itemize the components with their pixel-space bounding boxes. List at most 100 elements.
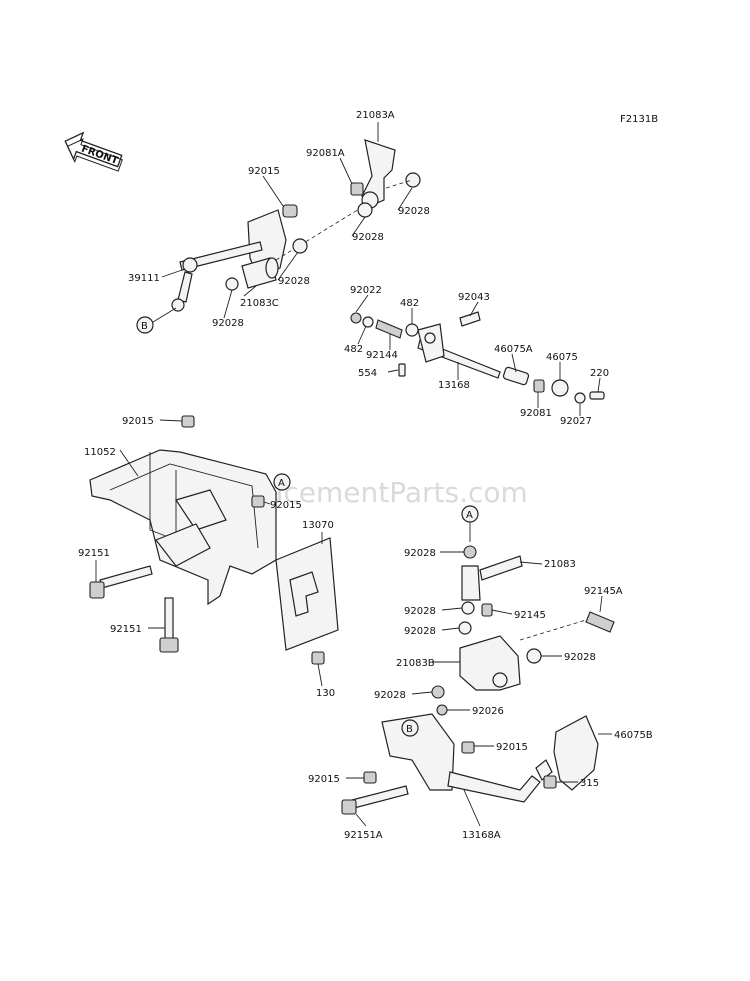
pedal-stud [535,759,553,781]
label-92145: 92145 [514,610,546,621]
rod-39111 [179,241,263,271]
bushing-92028-e [463,545,477,559]
label-92081A: 92081A [306,148,345,159]
label-92151A: 92151A [344,830,383,841]
collar-face [265,257,279,279]
spring-92145 [481,603,493,617]
pedal-arm-13168A [447,771,541,803]
bolt-92151-a-head [89,581,105,599]
spring-92144 [375,319,403,339]
label-92028-g: 92028 [404,626,436,637]
label-13070: 13070 [302,520,334,531]
bushing-92028-d [225,277,239,291]
label-46075: 46075 [546,352,578,363]
spring-92145A [585,611,615,633]
ref-mark-b-lower [401,719,419,737]
ref-mark-a-frame-label: A [278,478,285,489]
bushing-92028-f [461,601,475,615]
bolt-92151A [351,785,409,809]
bushing-92028-b [357,202,373,218]
label-92028-h: 92028 [564,652,596,663]
label-92022: 92022 [350,285,382,296]
label-13168: 13168 [438,380,470,391]
bushing-92028-g [458,621,472,635]
label-21083C: 21083C [240,298,279,309]
nut-92015-low [461,741,475,754]
label-315: 315 [580,778,599,789]
ref-mark-b-upper [136,316,154,334]
rod-end-lower [171,298,185,312]
part-labels: 21083 A 92081A 92015 92028 92028 92028 39… [78,110,653,841]
label-92028-e: 92028 [404,548,436,559]
label-92043: 92043 [458,292,490,303]
label-92028-d: 92028 [212,318,244,329]
pin-554 [398,363,406,377]
label-482-a: 482 [400,298,419,309]
label-92028-c: 92028 [278,276,310,287]
bushing-92028-h [526,648,542,664]
label-92151-a: 92151 [78,548,110,559]
block-21083B-boss [492,672,508,688]
bushing-92028-a [405,172,421,188]
upper-linkage: B [136,139,421,334]
label-220: 220 [590,368,609,379]
ref-mark-b-lower-label: B [406,724,413,735]
washer-482-a [362,316,374,328]
bushing-92028-c [292,238,308,254]
label-92151-b: 92151 [110,624,142,635]
label-130: 130 [316,688,335,699]
label-92015-mid: 92015 [122,416,154,427]
label-482-b: 482 [344,344,363,355]
ref-mark-b-upper-label: B [141,321,148,332]
frame-slot [175,489,227,531]
label-92028-b: 92028 [352,232,384,243]
label-13168A: 13168A [462,830,501,841]
spring-92081 [533,379,545,393]
label-554: 554 [358,368,377,379]
front-arrow-icon: FRONT [64,131,123,172]
label-92028-a: 92028 [398,206,430,217]
nut-92015-top [282,204,298,218]
nut-92015-frame [251,495,265,508]
bolt-130 [311,651,325,665]
label-92015-frame: 92015 [270,500,302,511]
plate-13070 [275,537,339,665]
nut-92015-mid [181,415,195,428]
frame-mount [155,523,211,567]
lower-assembly: A B [341,505,615,815]
washer-46075 [551,379,569,397]
frame-inner-edge [109,463,259,549]
shaft-axis [275,205,365,261]
pin-220 [589,391,605,400]
lever-21083-post [461,565,481,601]
label-92015-top: 92015 [248,166,280,177]
bushing-92028-i [431,685,445,699]
label-39111: 39111 [128,273,160,284]
label-21083B: 21083B [396,658,435,669]
label-92027: 92027 [560,416,592,427]
bushing-46075A [502,366,530,386]
spring-axis [519,619,587,641]
label-92028-i: 92028 [374,690,406,701]
figure-code: F2131B [620,114,658,125]
label-21083: 21083 [544,559,576,570]
rod-end-upper [182,257,198,273]
plate-gate-slot [289,571,319,617]
bolt-92151A-head [341,799,357,815]
ref-mark-a-frame [273,473,291,491]
bolt-92151-b-head [159,637,179,653]
nut-92022 [350,312,362,324]
nut-92081A [350,182,364,196]
label-92081: 92081 [520,408,552,419]
label-92026: 92026 [472,706,504,717]
pedal-bracket [381,713,455,791]
lever-21083 [479,555,523,581]
axis-upper [385,179,413,189]
nut-92026 [436,704,448,716]
frame-11052: A [89,415,291,653]
nut-315 [543,775,557,789]
pad-46075B [553,715,599,791]
label-92144: 92144 [366,350,398,361]
bolt-92151-b [164,597,174,641]
